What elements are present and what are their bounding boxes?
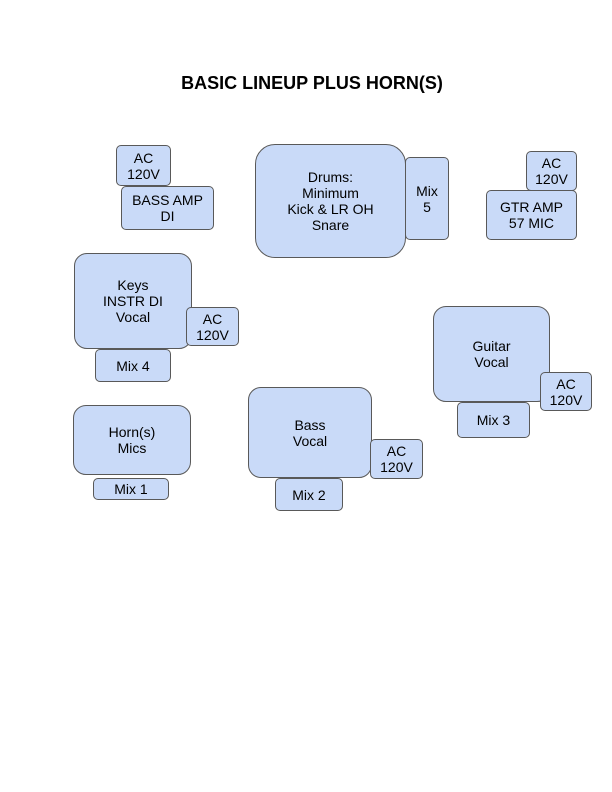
mix-3-box: Mix 3 — [457, 402, 530, 438]
page-title: BASIC LINEUP PLUS HORN(S) — [181, 73, 443, 93]
drums-box: Drums: Minimum Kick & LR OH Snare — [255, 144, 406, 258]
bass-box: Bass Vocal — [248, 387, 372, 478]
ac-power-bass-amp: AC 120V — [116, 145, 171, 186]
keys-box: Keys INSTR DI Vocal — [74, 253, 192, 349]
horns-box: Horn(s) Mics — [73, 405, 191, 475]
ac-power-guitar: AC 120V — [540, 372, 592, 411]
ac-power-bass: AC 120V — [370, 439, 423, 479]
mix-2-box: Mix 2 — [275, 478, 343, 511]
mix-5-box: Mix 5 — [405, 157, 449, 240]
ac-power-keys: AC 120V — [186, 307, 239, 346]
ac-power-guitar-amp: AC 120V — [526, 151, 577, 191]
guitar-amp-box: GTR AMP 57 MIC — [486, 190, 577, 240]
mix-1-box: Mix 1 — [93, 478, 169, 500]
bass-amp-box: BASS AMP DI — [121, 186, 214, 230]
mix-4-box: Mix 4 — [95, 349, 171, 382]
guitar-box: Guitar Vocal — [433, 306, 550, 402]
